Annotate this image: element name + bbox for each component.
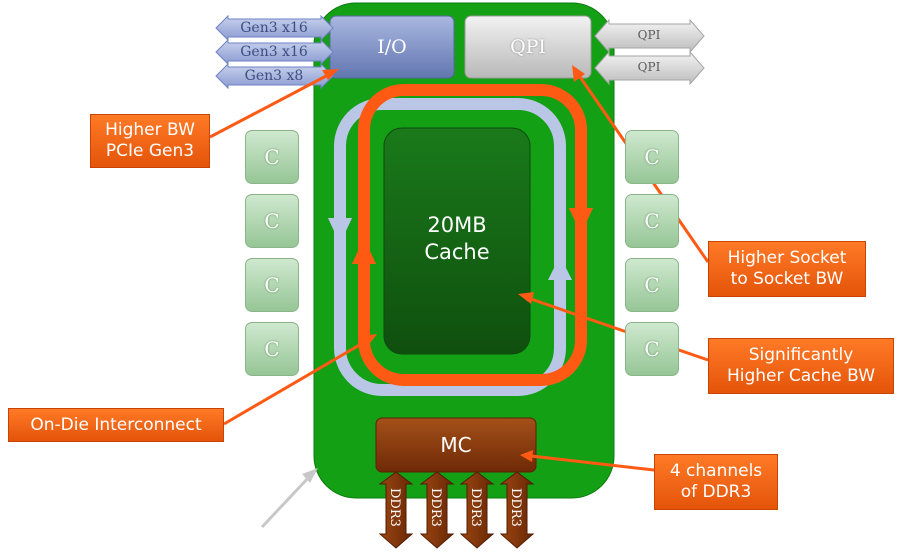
callout-ddr-channels: 4 channels of DDR3	[654, 454, 778, 510]
ddr3-label-4: DDR3	[508, 488, 523, 527]
core-left-3: C	[245, 258, 299, 312]
ddr3-channel-arrow-4	[499, 471, 535, 549]
pcie-link-arrow-1	[215, 14, 334, 42]
mc-block	[375, 417, 537, 473]
io-block	[329, 15, 455, 79]
pcie-link-arrow-2	[215, 38, 334, 66]
callout-socket-line1: Higher Socket	[727, 248, 847, 268]
qpi-link-label-2: QPI	[637, 60, 661, 74]
core-left-2: C	[245, 194, 299, 248]
qpi-link-arrows	[594, 18, 705, 86]
ddr3-label-2: DDR3	[428, 488, 443, 527]
ring-blue	[334, 98, 566, 396]
callout-pcie-line2: PCIe Gen3	[105, 141, 195, 161]
qpi-link-label-1: QPI	[637, 28, 661, 42]
callout-cache-bw-line1: Significantly	[748, 345, 854, 365]
pcie-link-arrows	[215, 14, 334, 90]
ddr3-label-1: DDR3	[387, 488, 402, 527]
ring-blue-arrow-up	[548, 256, 572, 280]
connector-ddr-head	[520, 450, 533, 462]
cache-label: 20MB Cache	[384, 212, 530, 266]
connector-interconnect	[223, 338, 369, 426]
cache-label-name: Cache	[424, 240, 490, 264]
callout-cache-bw-line2: Higher Cache BW	[726, 366, 876, 386]
callout-interconnect: On-Die Interconnect	[8, 408, 224, 442]
pcie-link-label-1: Gen3 x16	[240, 20, 308, 36]
ddr3-channel-arrows	[378, 471, 535, 549]
core-left-4: C	[245, 322, 299, 376]
callout-socket-bw: Higher Socket to Socket BW	[708, 241, 866, 297]
ring-orange-arrow-down	[569, 208, 593, 234]
ddr3-channel-arrow-2	[419, 471, 455, 549]
core-right-3: C	[625, 258, 679, 312]
ddr3-channel-arrow-3	[459, 471, 495, 549]
callout-ddr-line2: of DDR3	[680, 482, 752, 502]
connector-pcie	[209, 72, 331, 139]
pcie-link-label-3: Gen3 x8	[244, 68, 304, 84]
callout-socket-line2: to Socket BW	[730, 269, 844, 289]
ring-orange-arrow-up	[352, 238, 376, 264]
connector-socket-head	[572, 65, 585, 82]
connector-cache-bw-head	[518, 292, 534, 304]
callout-ddr-line1: 4 channels	[669, 461, 763, 481]
core-right-4: C	[625, 322, 679, 376]
ring-blue-arrow-down	[328, 218, 352, 244]
cache-block	[383, 127, 531, 355]
qpi-link-arrow-1	[594, 18, 705, 54]
io-label: I/O	[377, 36, 407, 58]
callout-cache-bw: Significantly Higher Cache BW	[708, 338, 894, 394]
callout-pcie-line1: Higher BW	[105, 120, 195, 140]
qpi-block	[464, 15, 592, 79]
connector-pcie-head	[322, 69, 339, 80]
mc-label: MC	[440, 433, 472, 457]
connector-ddr	[530, 454, 655, 472]
core-right-2: C	[625, 194, 679, 248]
pcie-link-label-2: Gen3 x16	[240, 44, 308, 60]
callout-pcie-bw: Higher BW PCIe Gen3	[90, 114, 210, 168]
core-left-1: C	[245, 130, 299, 184]
pcie-link-arrow-3	[215, 62, 334, 90]
ddr3-channel-arrow-1	[378, 471, 414, 549]
gray-pointer	[260, 474, 312, 529]
cache-label-size: 20MB	[427, 213, 487, 237]
qpi-link-arrow-2	[594, 50, 705, 86]
ring-orange	[358, 84, 587, 386]
qpi-label: QPI	[510, 36, 546, 58]
core-right-1: C	[625, 130, 679, 184]
connector-interconnect-head	[361, 334, 377, 347]
gray-pointer-head	[302, 468, 318, 483]
ddr3-label-3: DDR3	[468, 488, 483, 527]
